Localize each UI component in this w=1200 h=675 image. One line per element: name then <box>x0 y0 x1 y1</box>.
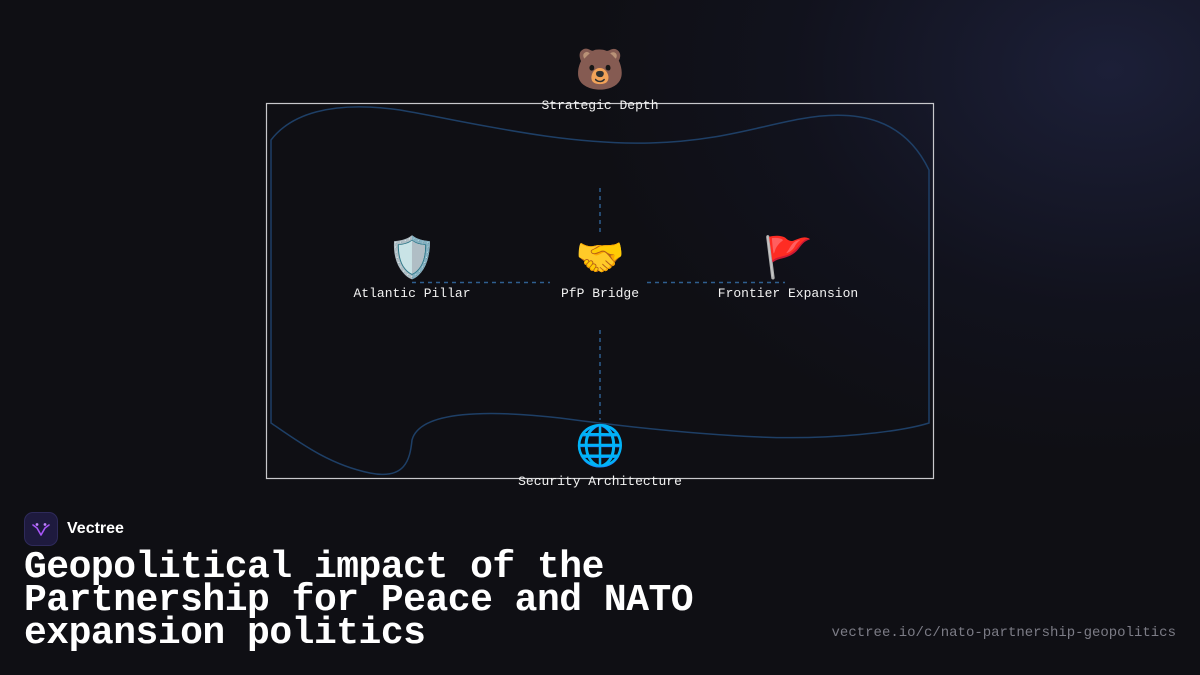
page-title: Geopolitical impact of the Partnership f… <box>24 546 694 655</box>
brand-name: Vectree <box>67 520 124 537</box>
diagram-frame <box>265 102 935 480</box>
node-label-atlantic-pillar: Atlantic Pillar <box>353 286 471 301</box>
node-label-strategic-depth: Strategic Depth <box>541 98 659 113</box>
node-strategic-depth: 🐻 Strategic Depth <box>541 46 658 114</box>
brand[interactable]: Vectree <box>24 512 124 546</box>
source-url[interactable]: vectree.io/c/nato-partnership-geopolitic… <box>831 625 1176 641</box>
red-flag-icon: 🚩 <box>763 235 813 281</box>
vectree-logo-icon <box>24 512 58 546</box>
shield-icon: 🛡️ <box>387 235 437 281</box>
handshake-icon: 🤝 <box>575 235 625 281</box>
node-security-architecture: 🌐 Security Architecture <box>518 422 682 490</box>
node-pfp-bridge: 🤝 PfP Bridge <box>561 234 639 302</box>
connectors <box>412 188 785 420</box>
node-label-frontier-expansion: Frontier Expansion <box>717 286 859 301</box>
diagram-canvas <box>265 102 935 480</box>
node-atlantic-pillar: 🛡️ Atlantic Pillar <box>353 234 470 302</box>
node-frontier-expansion: 🚩 Frontier Expansion <box>718 234 858 302</box>
bear-icon: 🐻 <box>575 47 625 93</box>
vectree-logo-mark <box>32 523 50 536</box>
map-outline <box>270 106 930 476</box>
node-label-pfp-bridge: PfP Bridge <box>560 286 640 301</box>
node-label-security-architecture: Security Architecture <box>518 474 682 489</box>
globe-icon: 🌐 <box>575 423 625 469</box>
diagram: 🐻 Strategic Depth 🛡️ Atlantic Pillar 🤝 P… <box>265 46 935 490</box>
